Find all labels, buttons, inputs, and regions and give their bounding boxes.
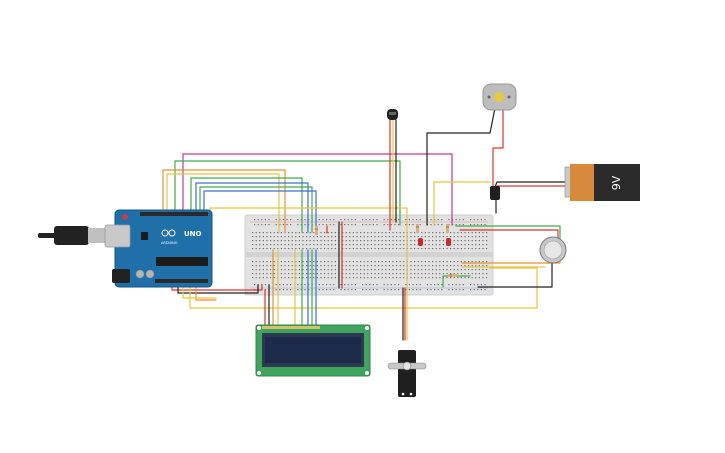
wire-battery-red — [496, 185, 571, 195]
arduino-uno[interactable]: UNO ARDUINO — [38, 209, 213, 288]
wire-yellow-transistor — [433, 181, 491, 226]
wire-magenta-top — [182, 153, 453, 226]
led-red-2[interactable] — [446, 238, 451, 246]
led-red-1[interactable] — [418, 238, 423, 246]
wire-red-right — [459, 229, 559, 241]
wire-black-right — [477, 259, 553, 288]
temperature-sensor[interactable] — [387, 109, 398, 120]
lcd-pin-header — [262, 326, 320, 329]
arduino-sub-label: ARDUINO — [161, 241, 178, 245]
wire-yellow-1 — [166, 173, 280, 233]
resistor-3[interactable] — [446, 224, 449, 233]
breadboard[interactable] — [244, 214, 494, 296]
wire-yellow-bottom — [189, 267, 538, 309]
wire-blue-2 — [203, 190, 317, 233]
round-sensor[interactable] — [539, 236, 567, 264]
breadboard-components — [315, 224, 457, 277]
wires — [162, 107, 571, 341]
wire-black-gnd — [177, 284, 259, 294]
wire-yellow-bottom-2 — [182, 284, 217, 299]
wire-green-3 — [199, 186, 313, 233]
transistor[interactable] — [490, 186, 500, 200]
resistor-2[interactable] — [416, 224, 419, 233]
lcd-display[interactable] — [255, 324, 371, 377]
wire-green-right-2 — [442, 275, 471, 288]
wire-orange-bottom — [195, 284, 217, 301]
servo-motor[interactable] — [387, 350, 427, 397]
wire-green-right — [455, 224, 561, 241]
wire-motor-black — [426, 107, 496, 226]
wire-yellow-2 — [209, 207, 408, 341]
resistor-1[interactable] — [315, 226, 318, 235]
arduino-logo-icon — [161, 229, 176, 237]
wire-green-2 — [190, 177, 303, 233]
battery-label: 9V — [610, 175, 623, 190]
dc-motor[interactable] — [482, 83, 517, 111]
usb-cable — [38, 233, 56, 238]
wire-green-top — [174, 160, 401, 226]
arduino-brand-label: UNO — [184, 230, 202, 238]
battery-9v[interactable]: 9V — [564, 164, 640, 201]
wire-orange-1 — [162, 169, 286, 233]
resistor-4[interactable] — [448, 274, 457, 277]
wire-motor-red — [492, 107, 504, 188]
wire-battery-black — [494, 181, 571, 188]
